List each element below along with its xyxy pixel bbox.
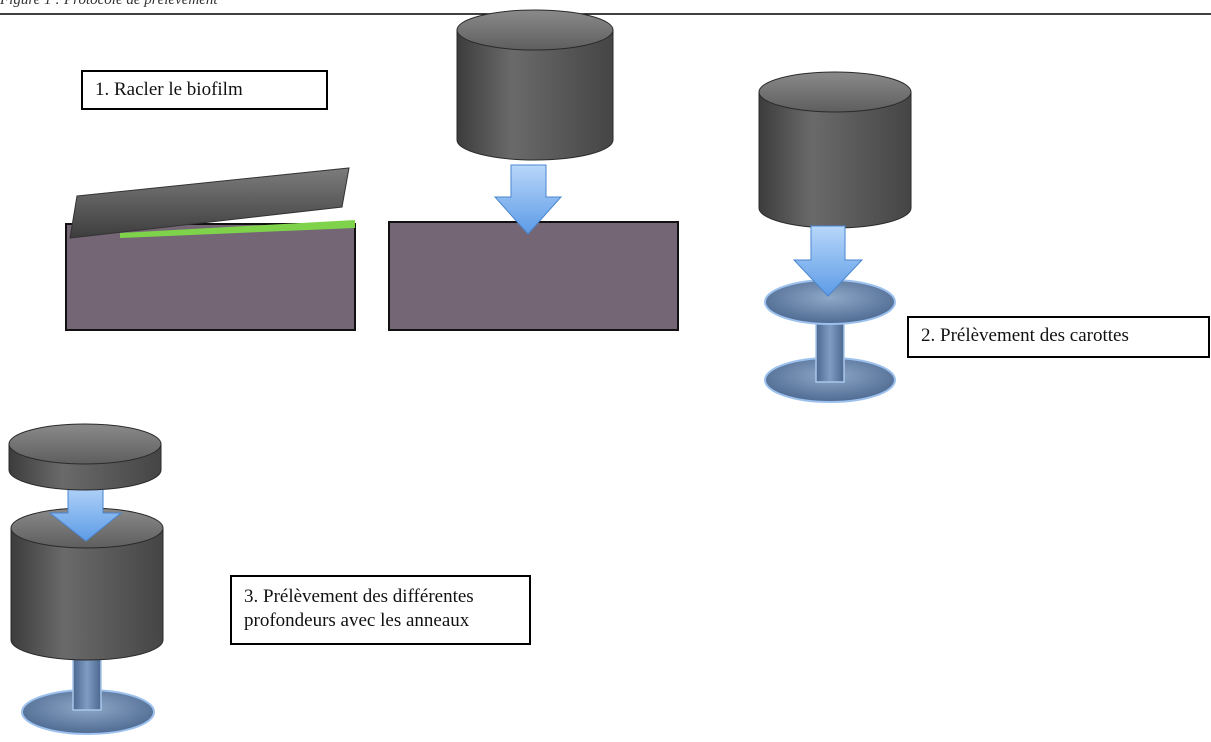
step-3-label: 3. Prélèvement des différentes profondeu… <box>230 575 531 645</box>
coring-illustration <box>388 9 679 331</box>
down-arrow-icon <box>792 225 864 297</box>
biofilm-layer <box>120 220 355 238</box>
step-3-text-line2: profondeurs avec les anneaux <box>244 610 470 631</box>
step-2-text: 2. Prélèvement des carottes <box>921 325 1129 346</box>
down-arrow-icon <box>493 164 563 235</box>
core-extraction-illustration <box>758 71 912 403</box>
step-1-label: 1. Racler le biofilm <box>81 70 328 110</box>
core-cylinder-top <box>758 71 912 113</box>
sediment-block-left <box>65 223 356 331</box>
figure-caption: Figure 1 : Protocole de prélèvement <box>0 0 218 8</box>
scraper-blade <box>69 167 350 239</box>
sample-cylinder-body <box>10 527 164 661</box>
slice-ring-top <box>8 423 162 465</box>
sediment-block-right <box>388 221 679 331</box>
piston-stem <box>815 313 845 383</box>
ring-sampling-illustration <box>8 423 164 735</box>
corer-cylinder-top <box>456 9 614 51</box>
step-3-text-line1: 3. Prélèvement des différentes <box>244 586 474 607</box>
scraping-illustration <box>65 167 356 331</box>
step-1-text: 1. Racler le biofilm <box>95 79 243 100</box>
step-2-label: 2. Prélèvement des carottes <box>907 316 1210 358</box>
corer-cylinder-body <box>456 29 614 161</box>
